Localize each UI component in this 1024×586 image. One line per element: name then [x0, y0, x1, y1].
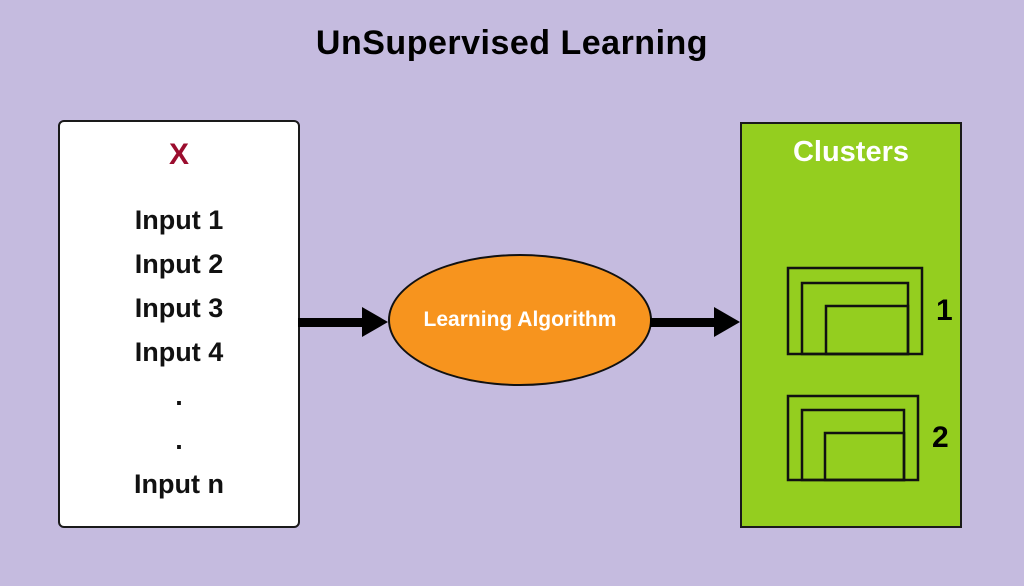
cluster-label: 1: [936, 294, 953, 327]
ellipsis-dot: .: [175, 425, 183, 455]
input-list: Input 1 Input 2 Input 3 Input 4 . . Inpu…: [60, 198, 298, 506]
page-title: UnSupervised Learning: [315, 24, 709, 62]
input-item: Input 3: [134, 293, 224, 323]
arrow-line: [298, 317, 362, 327]
arrowhead-icon: [714, 307, 740, 337]
arrow-algorithm-to-clusters: [650, 306, 740, 338]
input-item: Input 2: [134, 249, 224, 279]
x-header: X: [168, 138, 189, 171]
arrowhead-icon: [362, 307, 388, 337]
cluster-label: 2: [932, 421, 949, 454]
input-item: Input 4: [134, 337, 224, 367]
ellipsis-dot: .: [175, 381, 183, 411]
learning-algorithm-ellipse: Learning Algorithm: [388, 254, 652, 386]
clusters-title: Clusters: [792, 136, 910, 168]
clusters-panel: Clusters 1 2: [740, 122, 962, 528]
nested-rectangles-icon: [786, 266, 924, 356]
input-list-box: X Input 1 Input 2 Input 3 Input 4 . . In…: [58, 120, 300, 528]
learning-algorithm-label: Learning Algorithm: [423, 308, 617, 331]
cluster-row: 1: [786, 266, 953, 356]
cluster-row: 2: [786, 394, 949, 482]
nested-rectangles-icon: [786, 394, 920, 482]
input-item: Input n: [134, 469, 224, 499]
arrow-line: [650, 317, 714, 327]
input-item: Input 1: [134, 205, 224, 235]
arrow-inputs-to-algorithm: [298, 306, 388, 338]
